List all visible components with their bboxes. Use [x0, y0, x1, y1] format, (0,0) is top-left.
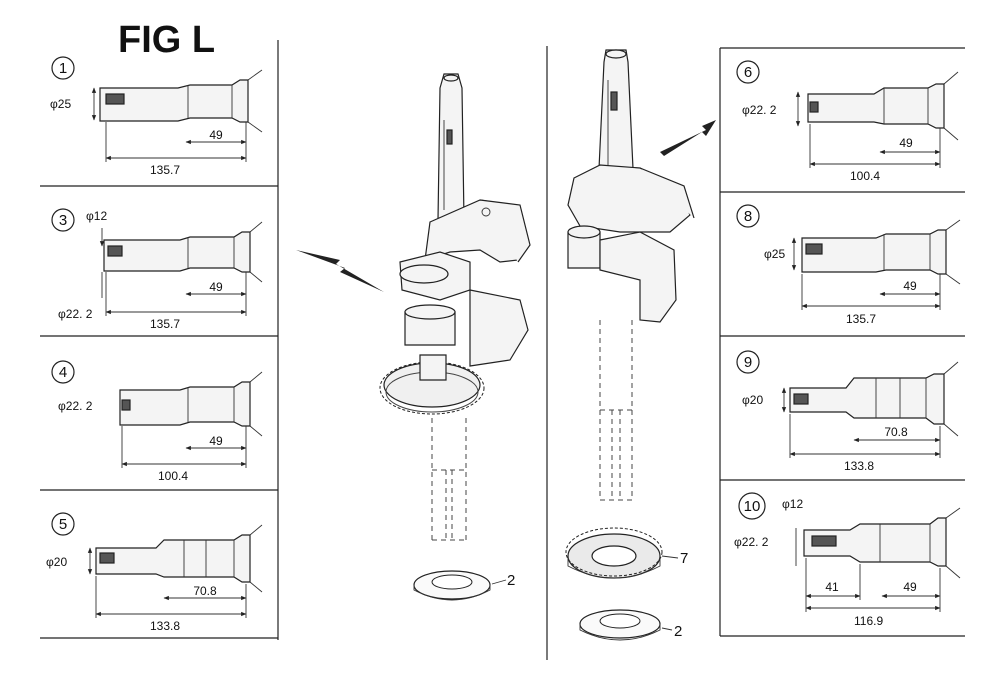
pointer-arrow-right	[660, 120, 716, 156]
svg-text:49: 49	[903, 580, 917, 594]
svg-text:100.4: 100.4	[158, 469, 188, 483]
left-crankshaft-illustration: 2	[296, 73, 531, 601]
variant-5: 5 φ20 70.8 133.8	[46, 512, 263, 633]
svg-text:135.7: 135.7	[150, 163, 180, 177]
svg-text:116.9: 116.9	[854, 614, 883, 628]
svg-text:8: 8	[744, 208, 752, 225]
svg-text:5: 5	[59, 516, 67, 533]
svg-text:φ25: φ25	[764, 247, 785, 261]
callout-washer-left: 2	[507, 572, 515, 589]
variant-1: 1 φ25 49 135.7	[50, 56, 263, 177]
svg-text:φ12: φ12	[782, 497, 803, 511]
svg-text:135.7: 135.7	[150, 317, 180, 331]
right-panel-frame	[719, 47, 965, 637]
variant-8: 8 φ25 49 135.7	[736, 204, 961, 326]
variant-9: 9 φ20 70.8 133.8	[736, 350, 959, 473]
svg-text:100.4: 100.4	[850, 169, 880, 183]
svg-text:70.8: 70.8	[193, 584, 217, 598]
svg-text:φ22. 2: φ22. 2	[58, 399, 93, 413]
svg-text:49: 49	[209, 128, 223, 142]
svg-text:φ20: φ20	[742, 393, 763, 407]
variant-3: 3 φ12 φ22. 2 49 135.7	[51, 208, 263, 331]
svg-text:49: 49	[209, 434, 223, 448]
svg-text:133.8: 133.8	[150, 619, 180, 633]
pointer-arrow-left	[296, 250, 384, 292]
svg-text:φ22. 2: φ22. 2	[734, 535, 769, 549]
variant-6: 6 φ22. 2 49 100.4	[736, 60, 959, 183]
callout-gear: 7	[680, 550, 688, 567]
svg-text:1: 1	[59, 60, 67, 77]
svg-text:φ22. 2: φ22. 2	[58, 307, 93, 321]
variant-10: 10 φ12 φ22. 2 41 49 116.9	[734, 492, 961, 628]
diameter-label: φ25	[50, 97, 71, 111]
svg-text:49: 49	[209, 280, 223, 294]
svg-text:49: 49	[899, 136, 913, 150]
right-crankshaft-illustration: 7 2	[565, 49, 716, 641]
svg-text:3: 3	[59, 212, 67, 229]
callout-washer-right: 2	[674, 623, 682, 640]
left-panel-frame	[40, 40, 279, 640]
svg-text:φ22. 2: φ22. 2	[742, 103, 777, 117]
svg-text:9: 9	[744, 354, 752, 371]
figure-title: FIG L	[118, 19, 215, 61]
svg-text:41: 41	[825, 580, 839, 594]
svg-text:70.8: 70.8	[884, 425, 908, 439]
svg-text:10: 10	[744, 498, 761, 515]
variant-4: 4 φ22. 2 49 100.4	[51, 360, 263, 483]
svg-text:φ12: φ12	[86, 209, 107, 223]
svg-text:49: 49	[903, 279, 917, 293]
svg-text:φ20: φ20	[46, 555, 67, 569]
svg-text:133.8: 133.8	[844, 459, 874, 473]
svg-text:135.7: 135.7	[846, 312, 876, 326]
svg-text:6: 6	[744, 64, 752, 81]
svg-text:4: 4	[59, 364, 67, 381]
